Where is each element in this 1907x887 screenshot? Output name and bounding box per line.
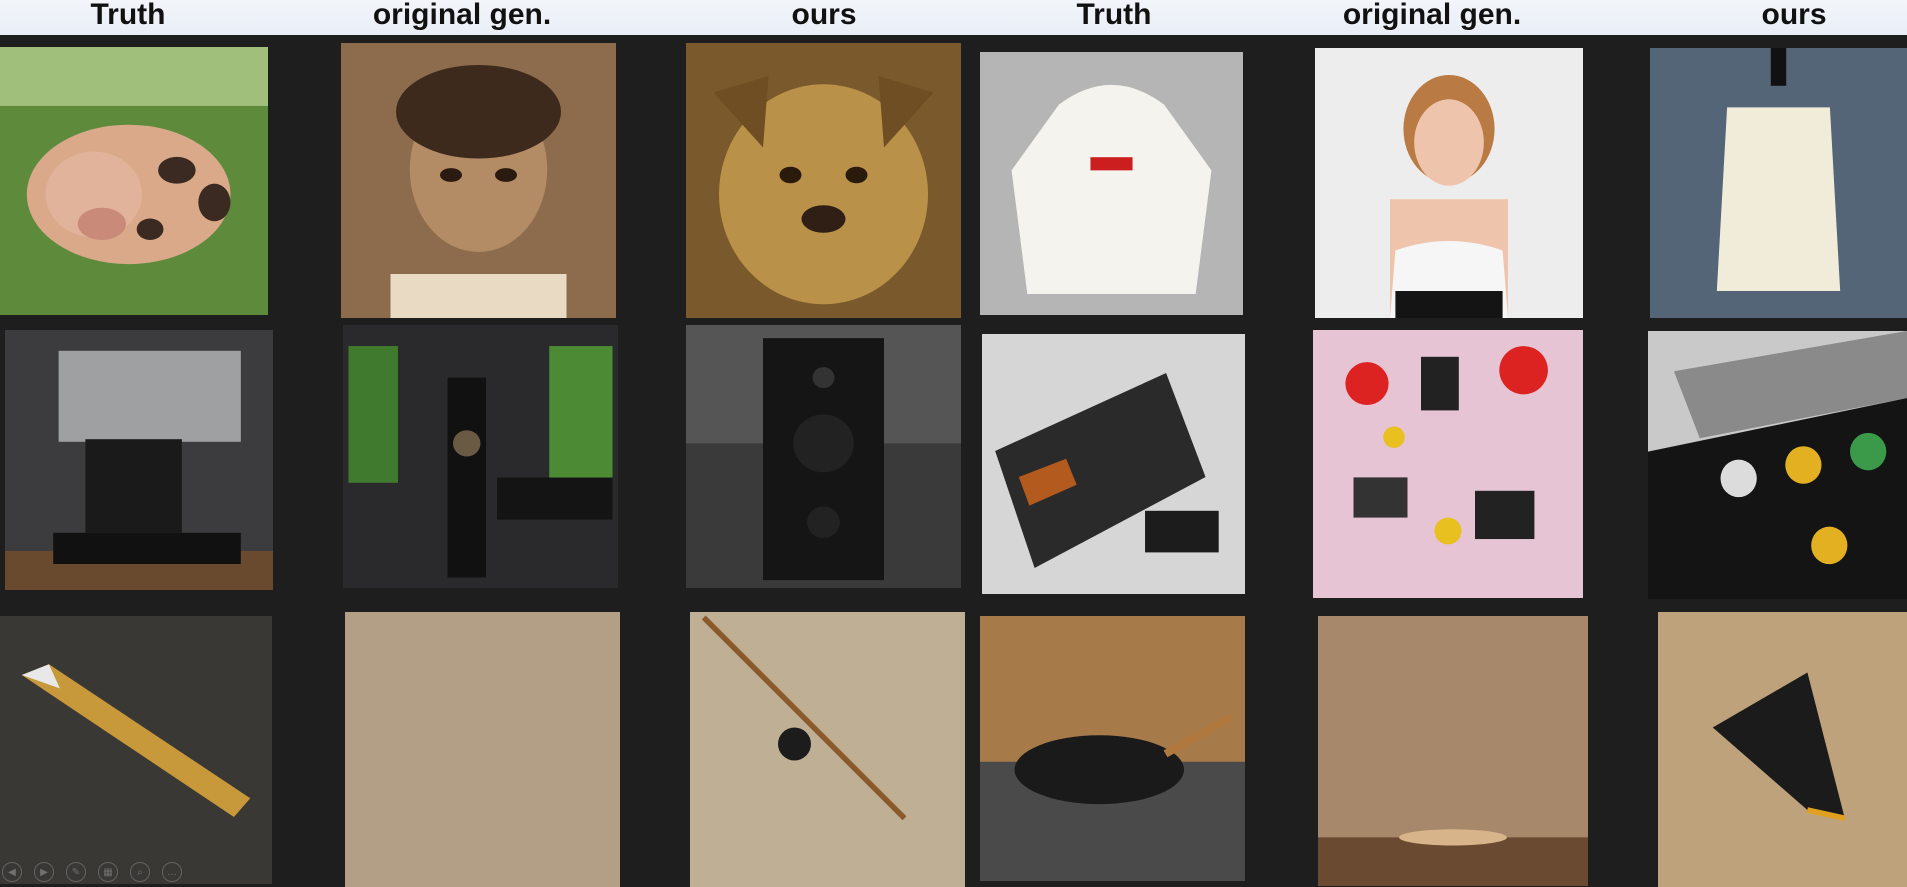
- image-bullet: [0, 616, 272, 884]
- image-blank-beige: [345, 612, 620, 887]
- header-band: Truth original gen. ours Truth original …: [0, 0, 1907, 35]
- image-blank-wall-floor: [1318, 616, 1588, 886]
- image-woman-portrait: [1315, 48, 1583, 318]
- image-speaker-studio: [686, 325, 961, 588]
- slide-toolbar: ◀ ▶ ✎ ▦ ⌕ …: [2, 862, 182, 882]
- column-header-truth-1: Truth: [90, 0, 166, 31]
- image-piglet: [0, 47, 268, 315]
- prev-slide-icon[interactable]: ◀: [2, 862, 22, 882]
- image-white-hoodie: [980, 52, 1243, 315]
- column-header-ours-2: ours: [1761, 0, 1827, 31]
- image-tank-top-mannequin: [1650, 48, 1907, 318]
- pen-icon[interactable]: ✎: [66, 862, 86, 882]
- image-dog-face: [686, 43, 961, 318]
- image-music-room: [343, 325, 618, 588]
- image-open-case: [1648, 331, 1907, 599]
- image-cassette-player: [982, 334, 1245, 594]
- column-header-original-gen-2: original gen.: [1342, 0, 1522, 31]
- image-coffee-maker: [5, 330, 273, 590]
- image-boy-portrait: [341, 43, 616, 318]
- grid-icon[interactable]: ▦: [98, 862, 118, 882]
- image-abstract-collage: [1313, 330, 1583, 598]
- image-wok: [980, 616, 1245, 881]
- play-icon[interactable]: ▶: [34, 862, 54, 882]
- column-header-ours-1: ours: [791, 0, 857, 31]
- more-icon[interactable]: …: [162, 862, 182, 882]
- column-header-original-gen-1: original gen.: [372, 0, 552, 31]
- image-stick-ball: [690, 612, 965, 887]
- column-header-truth-2: Truth: [1076, 0, 1152, 31]
- zoom-icon[interactable]: ⌕: [130, 862, 150, 882]
- image-black-shape: [1658, 612, 1907, 887]
